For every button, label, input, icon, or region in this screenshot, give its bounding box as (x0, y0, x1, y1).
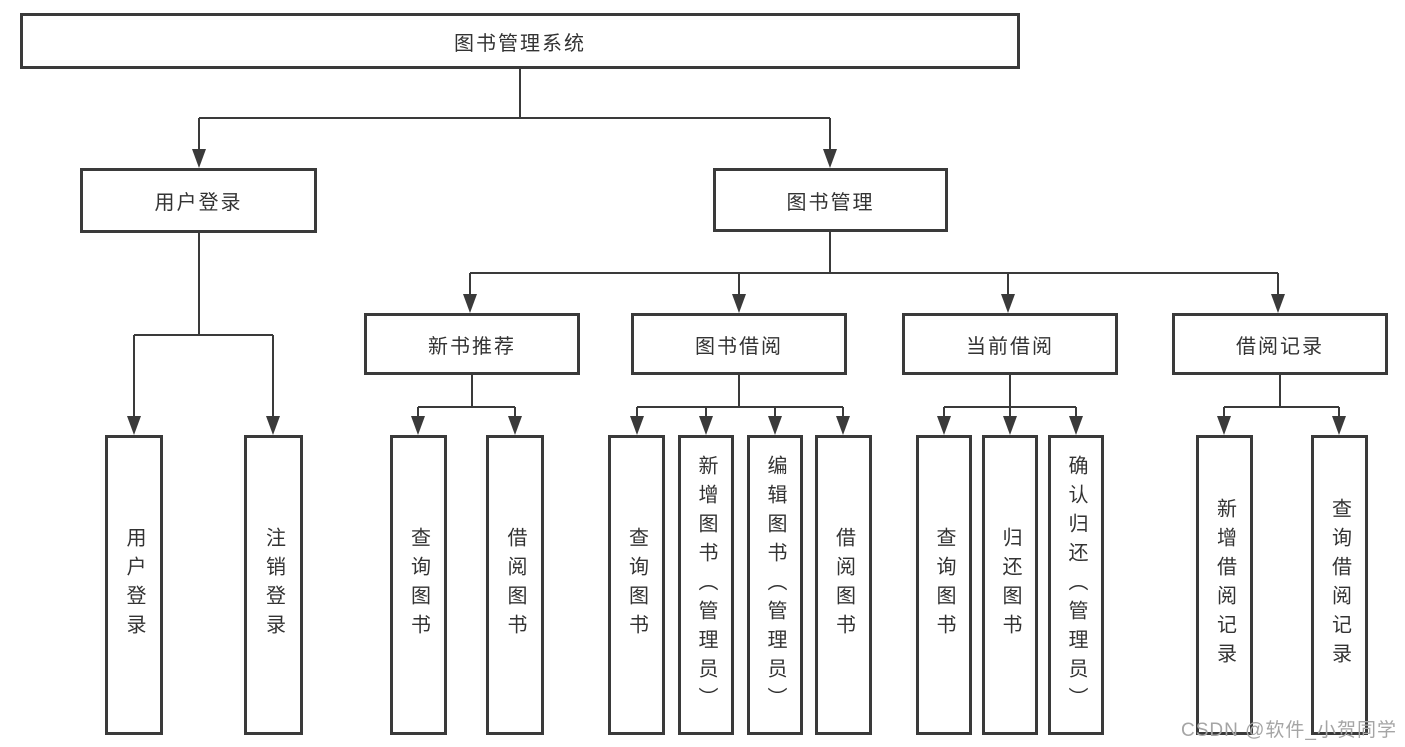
node-label: 编辑图书（管理员） (764, 454, 786, 716)
node-label: 新书推荐 (428, 335, 516, 358)
connector-borrow-records-branch (1217, 375, 1346, 435)
node-label: 查询图书 (407, 527, 430, 643)
node-logout: 注销登录 (244, 435, 303, 735)
connector-book-management-branch (463, 232, 1285, 313)
node-user-login: 用户登录 (80, 168, 317, 233)
node-borrow-books-leaf: 借阅图书 (815, 435, 872, 735)
node-label: 新增图书（管理员） (695, 454, 717, 716)
connector-new-book-recommend-branch (411, 375, 522, 435)
node-label: 查询借阅记录 (1328, 498, 1351, 672)
node-new-book-recommend: 新书推荐 (364, 313, 580, 375)
node-book-management: 图书管理 (713, 168, 948, 232)
connector-book-borrow-branch (630, 375, 850, 435)
node-label: 归还图书 (999, 527, 1021, 643)
node-query-borrow-record: 查询借阅记录 (1311, 435, 1368, 735)
node-label: 借阅图书 (832, 527, 855, 643)
node-label: 图书管理 (786, 191, 875, 214)
node-return-books: 归还图书 (982, 435, 1038, 735)
node-root: 图书管理系统 (20, 13, 1020, 69)
connector-current-borrow-branch (937, 375, 1083, 435)
node-label: 查询图书 (933, 527, 955, 643)
csdn-watermark: CSDN @软件_小贺同学 (1181, 720, 1397, 741)
node-query-books-current: 查询图书 (916, 435, 972, 735)
node-confirm-return-admin: 确认归还（管理员） (1048, 435, 1104, 735)
node-label: 用户登录 (123, 527, 145, 643)
node-query-books-borrow: 查询图书 (608, 435, 665, 735)
node-book-borrow: 图书借阅 (631, 313, 847, 375)
node-label: 注销登录 (262, 527, 285, 643)
node-borrow-records: 借阅记录 (1172, 313, 1388, 375)
node-label: 确认归还（管理员） (1065, 454, 1087, 716)
node-label: 查询图书 (625, 527, 648, 643)
node-edit-book-admin: 编辑图书（管理员） (747, 435, 803, 735)
node-user-login-leaf: 用户登录 (105, 435, 163, 735)
node-query-books-recommend: 查询图书 (390, 435, 447, 735)
connector-user-login-branch (127, 233, 280, 435)
node-add-book-admin: 新增图书（管理员） (678, 435, 734, 735)
node-borrow-books-recommend: 借阅图书 (486, 435, 544, 735)
node-label: 新增借阅记录 (1213, 498, 1236, 672)
node-label: 图书借阅 (695, 335, 783, 358)
node-label: 当前借阅 (966, 335, 1054, 358)
node-label: 用户登录 (154, 192, 243, 214)
node-current-borrow: 当前借阅 (902, 313, 1118, 375)
node-label: 图书管理系统 (454, 32, 586, 55)
connector-root-to-level2 (192, 69, 837, 168)
node-label: 借阅记录 (1236, 335, 1324, 358)
node-label: 借阅图书 (504, 527, 526, 643)
node-add-borrow-record: 新增借阅记录 (1196, 435, 1253, 735)
